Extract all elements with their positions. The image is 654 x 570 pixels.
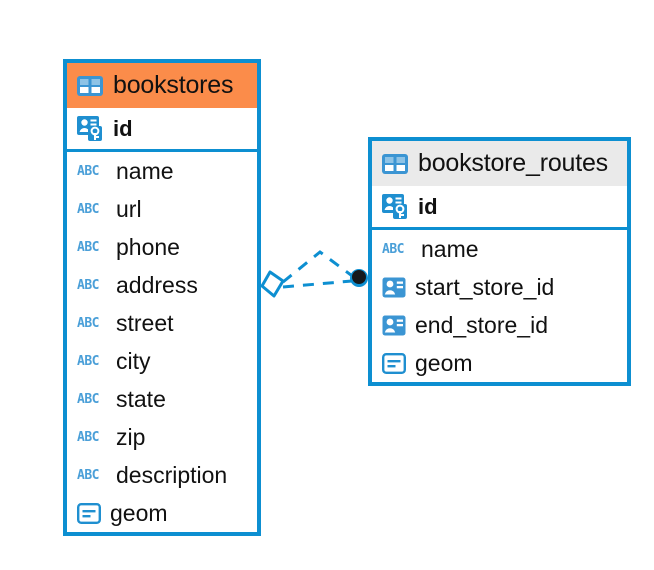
geometry-icon [77, 502, 101, 524]
text-abc-icon: ABC [77, 315, 99, 331]
table-icon [382, 153, 408, 174]
primary-key-icon [382, 193, 407, 219]
column-row-end-store-id[interactable]: end_store_id [372, 306, 627, 344]
table-bookstores-header[interactable]: bookstores [67, 63, 257, 108]
column-name-city: city [116, 347, 151, 374]
column-row-address[interactable]: ABC address [67, 266, 257, 304]
circle-marker-ring-icon [350, 269, 368, 287]
text-abc-icon: ABC [77, 277, 99, 293]
table-bookstore-routes-title: bookstore_routes [418, 149, 608, 177]
column-row-description[interactable]: ABC description [67, 456, 257, 494]
diamond-marker-icon [260, 270, 285, 298]
geometry-icon [382, 352, 406, 374]
column-row-phone[interactable]: ABC phone [67, 228, 257, 266]
column-name-id: id [418, 193, 438, 219]
column-row-city[interactable]: ABC city [67, 342, 257, 380]
column-row-geom[interactable]: geom [372, 344, 627, 382]
text-abc-icon: ABC [77, 391, 99, 407]
text-abc-icon: ABC [77, 201, 99, 217]
table-bookstore-routes-header[interactable]: bookstore_routes [372, 141, 627, 186]
column-name-phone: phone [116, 233, 180, 260]
table-bookstore-routes[interactable]: bookstore_routes id ABC name [368, 137, 631, 386]
column-row-url[interactable]: ABC url [67, 190, 257, 228]
primary-key-icon [77, 115, 102, 141]
column-name-zip: zip [116, 423, 146, 450]
column-row-id[interactable]: id [372, 186, 627, 230]
table-icon [77, 75, 103, 96]
text-abc-icon: ABC [77, 163, 99, 179]
column-name-description: description [116, 461, 228, 488]
column-name-geom: geom [415, 349, 473, 376]
text-abc-icon: ABC [382, 241, 404, 257]
column-name-name: name [116, 157, 174, 184]
circle-marker-icon [352, 270, 366, 284]
text-abc-icon: ABC [77, 353, 99, 369]
foreign-key-icon [382, 277, 406, 297]
column-row-id[interactable]: id [67, 108, 257, 152]
column-row-name[interactable]: ABC name [67, 152, 257, 190]
column-row-name[interactable]: ABC name [372, 230, 627, 268]
column-name-state: state [116, 385, 166, 412]
column-name-end-store-id: end_store_id [415, 311, 548, 338]
relationship-line-lower [282, 279, 353, 289]
text-abc-icon: ABC [77, 429, 99, 445]
table-bookstores[interactable]: bookstores id ABC name ABC url [63, 59, 261, 536]
column-name-geom: geom [110, 499, 168, 526]
column-name-id: id [113, 115, 133, 141]
column-row-state[interactable]: ABC state [67, 380, 257, 418]
foreign-key-icon [382, 315, 406, 335]
column-row-start-store-id[interactable]: start_store_id [372, 268, 627, 306]
text-abc-icon: ABC [77, 467, 99, 483]
column-name-address: address [116, 271, 198, 298]
column-name-url: url [116, 195, 142, 222]
relationship-line-upper [282, 250, 356, 284]
text-abc-icon: ABC [77, 239, 99, 255]
column-row-zip[interactable]: ABC zip [67, 418, 257, 456]
column-name-name: name [421, 235, 479, 262]
table-bookstores-title: bookstores [113, 71, 234, 99]
column-row-street[interactable]: ABC street [67, 304, 257, 342]
column-name-start-store-id: start_store_id [415, 273, 555, 300]
column-name-street: street [116, 309, 174, 336]
column-row-geom[interactable]: geom [67, 494, 257, 532]
